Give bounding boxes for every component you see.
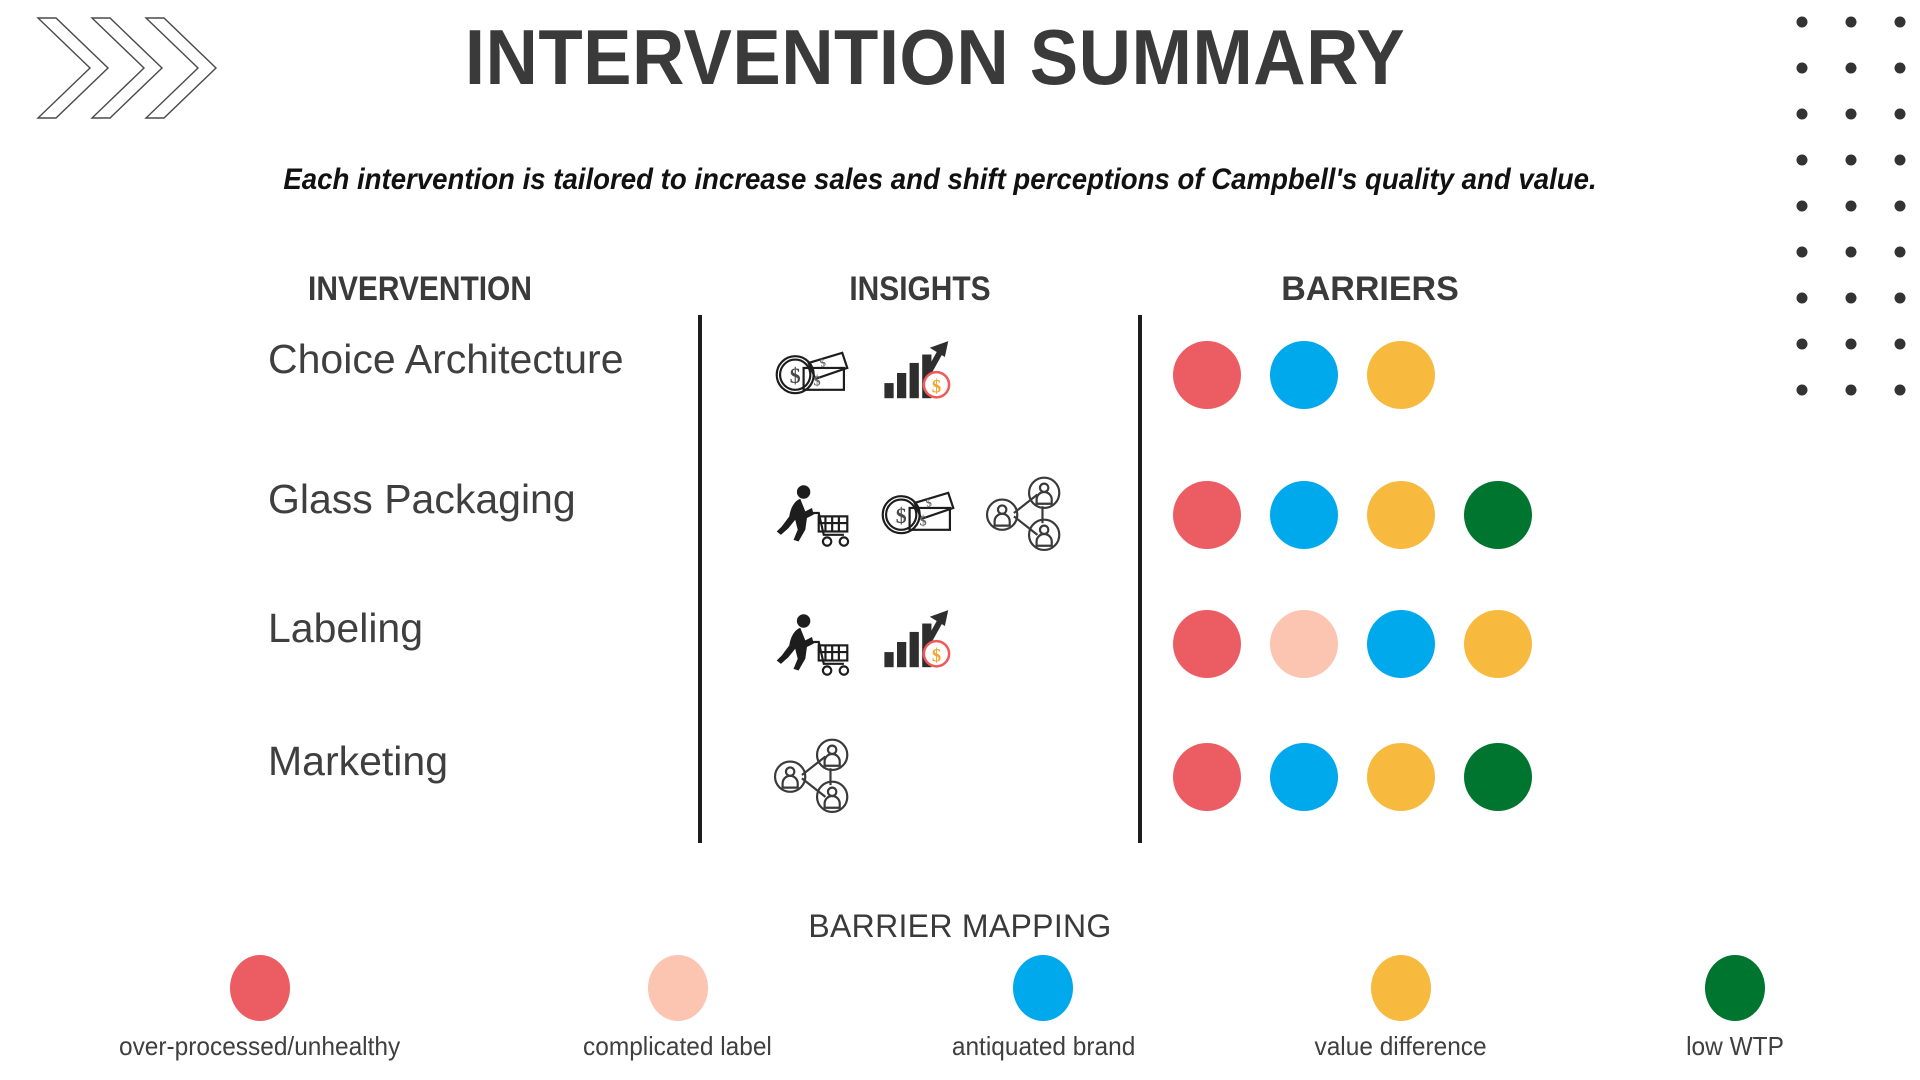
legend-item: complicated label — [577, 955, 778, 1062]
table-row: Choice Architecture $ $ $ — [0, 318, 1920, 451]
barrier-dot — [1464, 610, 1532, 678]
legend-item: value difference — [1309, 955, 1492, 1062]
barrier-dot — [1270, 341, 1338, 409]
barrier-dot — [1464, 743, 1532, 811]
barrier-dot — [1270, 743, 1338, 811]
money-cash-icon: $ $ $ — [881, 491, 955, 535]
legend-swatch — [647, 955, 708, 1021]
barrier-dot — [1173, 610, 1241, 678]
legend-swatch — [229, 955, 290, 1021]
legend-label: value difference — [1314, 1031, 1487, 1061]
barrier-dot — [1270, 481, 1338, 549]
intervention-label: Choice Architecture — [268, 336, 624, 382]
legend-title: BARRIER MAPPING — [808, 908, 1112, 944]
svg-text:$: $ — [932, 645, 941, 665]
insights-cell: $ $ $ $ — [770, 318, 1130, 428]
insights-cell: $ — [770, 587, 1130, 697]
barriers-cell — [1173, 320, 1435, 430]
barrier-dot — [1173, 743, 1241, 811]
svg-text:$: $ — [819, 357, 828, 370]
legend-swatch — [1013, 955, 1074, 1021]
barrier-dot — [1367, 743, 1435, 811]
column-header-barriers: BARRIERS — [1281, 270, 1459, 308]
svg-text:$: $ — [896, 504, 907, 528]
divider-insights-barriers — [1138, 315, 1142, 843]
insights-cell: $ $ $ — [770, 458, 1130, 568]
legend-swatch — [1704, 955, 1765, 1021]
intervention-label: Glass Packaging — [268, 476, 576, 522]
legend-swatch — [1370, 955, 1431, 1021]
page-subtitle: Each intervention is tailored to increas… — [283, 163, 1597, 196]
barriers-cell — [1173, 722, 1532, 832]
table-row: Glass Packaging — [0, 458, 1920, 591]
barrier-dot — [1173, 341, 1241, 409]
money-cash-icon: $ $ $ — [775, 351, 849, 395]
people-network-icon — [773, 738, 849, 814]
svg-text:$: $ — [932, 376, 941, 396]
intervention-label: Labeling — [268, 605, 424, 651]
divider-intervention-insights — [698, 315, 702, 843]
triple-chevron-right-icon — [36, 17, 218, 119]
insights-cell — [770, 720, 1130, 830]
table-row: Labeling — [0, 587, 1920, 720]
barrier-dot — [1464, 481, 1532, 549]
legend-item: low WTP — [1660, 955, 1810, 1062]
growth-chart-dollar-icon: $ — [884, 610, 951, 668]
svg-text:$: $ — [790, 364, 801, 388]
barrier-dot — [1367, 610, 1435, 678]
barriers-cell — [1173, 589, 1532, 699]
barrier-dot — [1270, 610, 1338, 678]
svg-text:$: $ — [813, 374, 820, 390]
barrier-dot — [1173, 481, 1241, 549]
table-row: Marketing — [0, 720, 1920, 853]
intervention-matrix: INVERVENTION INSIGHTS BARRIERS Choice Ar… — [0, 255, 1920, 855]
shopper-cart-icon — [776, 614, 850, 676]
legend-label: complicated label — [583, 1031, 772, 1061]
shopper-cart-icon — [776, 485, 850, 547]
legend-label: low WTP — [1686, 1031, 1784, 1061]
barrier-mapping-legend: over-processed/unhealthy complicated lab… — [110, 955, 1810, 1062]
barrier-dot — [1367, 341, 1435, 409]
svg-text:$: $ — [919, 514, 926, 530]
dot-grid-icon — [1796, 16, 1906, 396]
legend-item: over-processed/unhealthy — [110, 955, 409, 1062]
barriers-cell — [1173, 460, 1532, 570]
legend-item: antiquated brand — [946, 955, 1141, 1062]
intervention-label: Marketing — [268, 738, 449, 784]
barrier-dot — [1367, 481, 1435, 549]
legend-label: over-processed/unhealthy — [118, 1031, 401, 1061]
legend-label: antiquated brand — [951, 1031, 1136, 1061]
svg-text:$: $ — [925, 497, 934, 510]
column-header-insights: INSIGHTS — [849, 270, 991, 308]
page-title: INTERVENTION SUMMARY — [464, 13, 1406, 101]
column-header-intervention: INVERVENTION — [308, 270, 532, 308]
growth-chart-dollar-icon: $ — [884, 341, 951, 399]
people-network-icon — [985, 476, 1061, 552]
